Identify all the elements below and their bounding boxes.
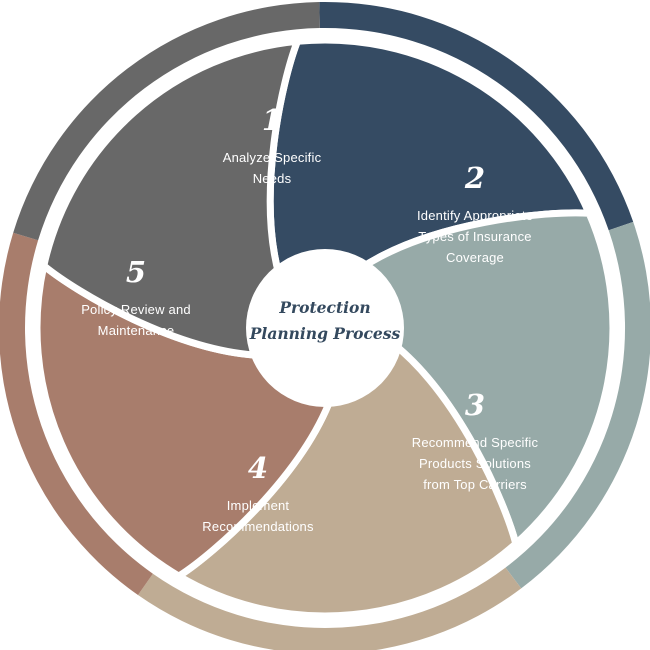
step-2-label-line-3: Coverage [446,250,504,265]
center-title-line-2: Planning Process [249,324,401,343]
step-4-number: 4 [248,451,268,485]
step-4-label-line-1: Implement [227,498,290,513]
step-5-label-line-1: Policy Review and [81,302,191,317]
center-hub [246,249,404,407]
step-5-number: 5 [126,255,146,289]
step-4-label-line-2: Recommendations [202,519,314,534]
step-3-label-line-2: Products Solutions [419,456,531,471]
center-title-line-1: Protection [278,298,370,317]
outer-arc-step-1 [319,1,634,231]
step-1-label-line-2: Needs [253,171,292,186]
outer-arc-step-2 [505,221,650,589]
petal-ring [33,36,617,620]
step-3-label-line-3: from Top Carriers [423,477,527,492]
outer-arc-step-5 [13,2,320,241]
step-2-label-line-2: Types of Insurance [418,229,531,244]
outer-arc-step-3 [138,567,522,650]
outer-arc-step-4 [0,232,153,595]
step-3-label-line-1: Recommend Specific [412,435,539,450]
step-1-number: 1 [262,103,282,137]
step-2-number: 2 [464,161,485,195]
step-3-number: 3 [465,388,485,422]
step-1-label-line-1: Analyze Specific [223,150,322,165]
step-5-label-line-2: Maintenance [98,323,175,338]
step-2-label-line-1: Identify Appropriate [417,208,533,223]
